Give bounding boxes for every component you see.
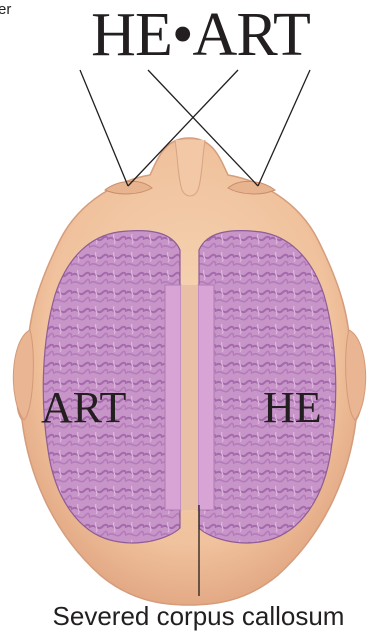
headline-word: HE•ART xyxy=(0,4,379,66)
headline-separator: • xyxy=(172,1,193,69)
left-hemisphere-label: ART xyxy=(41,386,126,430)
headline-right-word: ART xyxy=(193,1,310,69)
right-callosum-half xyxy=(198,285,214,510)
caption-label: Severed corpus callosum xyxy=(0,603,379,629)
headline-left-word: HE xyxy=(91,1,172,69)
callosum-gap xyxy=(181,285,198,510)
right-hemisphere-label: HE xyxy=(263,386,322,430)
left-callosum-half xyxy=(165,285,181,510)
